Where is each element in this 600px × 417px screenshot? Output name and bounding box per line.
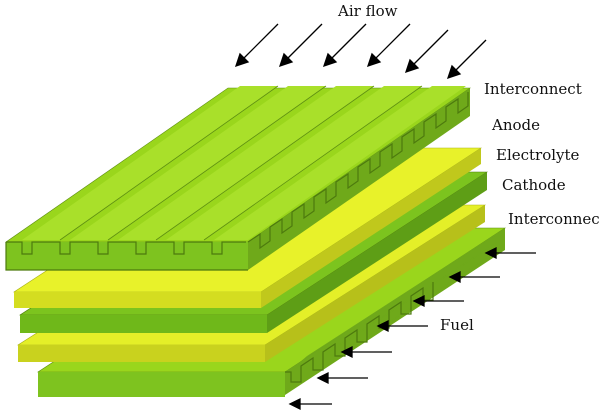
fuel-arrows bbox=[288, 246, 536, 411]
anode-label: Anode bbox=[492, 116, 541, 134]
interconnect-bottom-label: Interconnect bbox=[508, 210, 600, 228]
top-ribs bbox=[22, 85, 466, 241]
air-flow-arrows bbox=[234, 23, 487, 80]
fuel-label: Fuel bbox=[440, 316, 474, 334]
interconnect-top-label: Interconnect bbox=[484, 80, 582, 98]
cathode-label: Cathode bbox=[502, 176, 566, 194]
top-interconnect bbox=[5, 85, 471, 271]
electrolyte-label: Electrolyte bbox=[496, 146, 580, 164]
air-flow-label: Air flow bbox=[338, 2, 398, 20]
